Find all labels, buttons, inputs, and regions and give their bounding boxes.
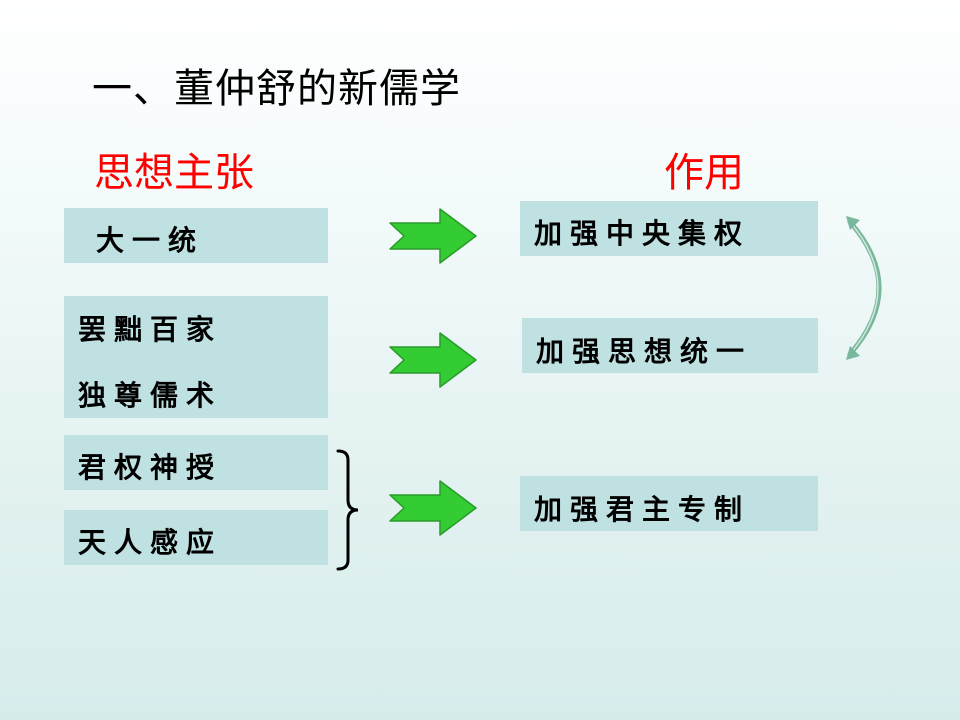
idea-box-heaven-human: 天人感应 — [64, 510, 328, 565]
heading-ideas: 思想主张 — [94, 150, 254, 196]
effect-box-thought-unity: 加强思想统一 — [522, 318, 818, 373]
heading-effects: 作用 — [664, 150, 744, 196]
effect-box-autocracy: 加强君主专制 — [520, 476, 818, 531]
idea-text-heaven-human: 天人感应 — [78, 526, 223, 559]
right-brace-icon — [336, 449, 359, 571]
right-arrow-icon — [389, 208, 477, 264]
right-arrow-icon — [389, 332, 477, 388]
idea-text-ban-schools-line1: 罢黜百家 — [78, 313, 223, 346]
idea-text-unification: 大一统 — [96, 224, 205, 257]
right-arrow-icon — [389, 480, 477, 536]
idea-box-divine-right: 君权神授 — [64, 435, 328, 490]
effect-text-thought-unity: 加强思想统一 — [536, 335, 753, 368]
idea-box-ban-schools: 罢黜百家 独尊儒术 — [64, 296, 328, 418]
effect-box-central-power: 加强中央集权 — [520, 201, 818, 256]
idea-box-unification: 大一统 — [64, 208, 328, 263]
effect-text-autocracy: 加强君主专制 — [534, 493, 751, 526]
curved-connector-icon — [846, 216, 882, 360]
idea-text-ban-schools-line2: 独尊儒术 — [78, 379, 223, 412]
idea-text-divine-right: 君权神授 — [78, 451, 223, 484]
slide-title: 一、董仲舒的新儒学 — [92, 66, 461, 112]
effect-text-central-power: 加强中央集权 — [534, 217, 751, 250]
